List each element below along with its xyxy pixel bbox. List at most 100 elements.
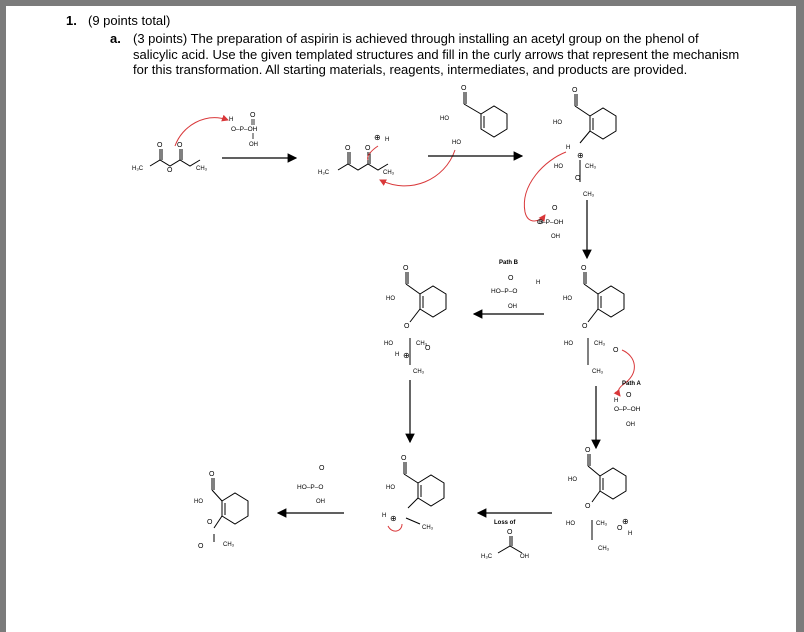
prot-anhydride-h: H: [385, 137, 389, 143]
patha-phosphate-h: H: [614, 398, 618, 404]
prot-aspirin-h: H: [382, 513, 386, 519]
int-b-plus: ⊕: [403, 351, 410, 360]
h3po4-h: H: [229, 117, 233, 123]
patha-phosphate-chain: O–P–OH: [614, 406, 641, 413]
int1-plus: ⊕: [577, 151, 584, 160]
path-b-label: Path B: [499, 260, 519, 266]
aspirin-ho: HO: [194, 499, 203, 505]
red-curly-arrow-4: [523, 151, 567, 222]
window-frame-left: [0, 0, 6, 632]
anhydride-o-bridge: O: [167, 167, 173, 174]
h3po4-top-o: O: [250, 112, 256, 119]
int-a-ch3-top: CH₃: [594, 341, 606, 347]
patha-phosphate-oh: OH: [626, 422, 635, 428]
phosphate-1-minus: ⊖: [538, 219, 544, 226]
aspirin-o: O: [207, 519, 213, 526]
salicylic-acid-top: [463, 92, 508, 138]
protonated-aspirin: [403, 462, 445, 525]
prot-anhydride-h3c: H₃C: [318, 170, 330, 176]
intermediate-path-a: [583, 272, 625, 365]
anhydride-o1: O: [157, 142, 163, 149]
int-b-ho: HO: [386, 296, 395, 302]
h3po4-oh: OH: [249, 142, 258, 148]
int-r3-plus: ⊕: [622, 517, 629, 526]
int-b-ho-2: HO: [384, 341, 393, 347]
red-curly-arrow-3: [379, 149, 456, 187]
int1-o: O: [575, 175, 581, 182]
int-a-ho-2: HO: [564, 341, 573, 347]
h3po4-product-o: O: [319, 465, 325, 472]
salicylic-acid-ho: HO: [440, 116, 449, 122]
acetic-acid-oh: OH: [520, 554, 529, 560]
int-a-o: O: [582, 323, 588, 330]
acetic-acid-o: O: [507, 529, 513, 536]
acetic-acid-h3c: H₃C: [481, 554, 493, 560]
h3po4-product-chain: HO–P–O: [297, 484, 323, 491]
acetic-acid: [497, 536, 523, 554]
red-curly-arrow-1: [174, 114, 229, 147]
int-r3-ch3: CH₃: [598, 546, 610, 552]
red-curly-arrow-6: [387, 523, 403, 532]
h3po4-chain: O–P–OH: [231, 126, 258, 133]
salicylic-phenol-ho: HO: [452, 140, 461, 146]
int-r3-ho-2: HO: [566, 521, 575, 527]
int1-ch3-top: CH₃: [585, 164, 597, 170]
int-a-co-o: O: [581, 265, 587, 272]
anhydride-h3c: H₃C: [132, 166, 144, 172]
prot-aspirin-co-o: O: [401, 455, 407, 462]
prot-aspirin-ho: HO: [386, 485, 395, 491]
red-curly-arrow-5: [613, 349, 635, 397]
h3po4-product-oh: OH: [316, 499, 325, 505]
prot-anhydride-plus: ⊕: [374, 133, 381, 142]
int-b-o-right: O: [425, 345, 431, 352]
int-b-co-o: O: [403, 265, 409, 272]
int-b-o: O: [404, 323, 410, 330]
question-title: (9 points total): [88, 13, 171, 28]
intermediate-path-b: [405, 272, 447, 365]
question-number: 1.: [66, 13, 77, 28]
window-frame-top: [0, 0, 804, 6]
prot-anhydride-o2: O: [365, 145, 371, 152]
path-a-label: Path A: [622, 381, 641, 387]
int-r3-ho: HO: [568, 477, 577, 483]
part-letter: a.: [110, 31, 121, 46]
tetrahedral-intermediate-1: [574, 94, 617, 182]
int-a-ho: HO: [563, 296, 572, 302]
int-b-ch3: CH₃: [413, 369, 425, 375]
int-b-ch3-top: CH₃: [416, 341, 428, 347]
phosphate-1-chain: O–P–OH: [537, 219, 564, 226]
int-r3-o-right: O: [617, 525, 623, 532]
pathb-phosphate-oh: OH: [508, 304, 517, 310]
int-a-ch3: CH₃: [592, 369, 604, 375]
int-a-o-right: O: [613, 347, 619, 354]
int1-co-o: O: [572, 87, 578, 94]
patha-phosphate-o: O: [626, 392, 632, 399]
int1-ho: HO: [553, 120, 562, 126]
int-r3-ch3-top: CH₃: [596, 521, 608, 527]
int-b-h: H: [395, 352, 399, 358]
pathb-phosphate-o: O: [508, 275, 514, 282]
phosphate-1-oh: OH: [551, 234, 560, 240]
prot-aspirin-ch3: CH₃: [422, 525, 434, 531]
int1-ho-2: HO: [554, 164, 563, 170]
aspirin-ch3: CH₃: [223, 542, 235, 548]
prot-anhydride-ch3: CH₃: [383, 170, 395, 176]
prot-aspirin-plus: ⊕: [390, 514, 397, 523]
prot-anhydride-o1: O: [345, 145, 351, 152]
salicylic-co-o: O: [461, 85, 467, 92]
aspirin-ester-o: O: [198, 543, 204, 550]
loss-of-label: Loss of: [494, 520, 516, 526]
window-frame-right: [796, 0, 804, 632]
anhydride-o2: O: [177, 142, 183, 149]
int-r3-o: O: [585, 503, 591, 510]
anhydride-ch3: CH₃: [196, 166, 208, 172]
int1-h: H: [566, 145, 570, 151]
pathb-phosphate-h: H: [536, 280, 540, 286]
phosphate-1-o: O: [552, 205, 558, 212]
aspirin-co-o: O: [209, 471, 215, 478]
pathb-phosphate-chain: HO–P–O: [491, 288, 517, 295]
aspirin-product: [211, 478, 249, 542]
part-text: (3 points) The preparation of aspirin is…: [133, 31, 740, 77]
int-r3-co-o: O: [585, 447, 591, 454]
